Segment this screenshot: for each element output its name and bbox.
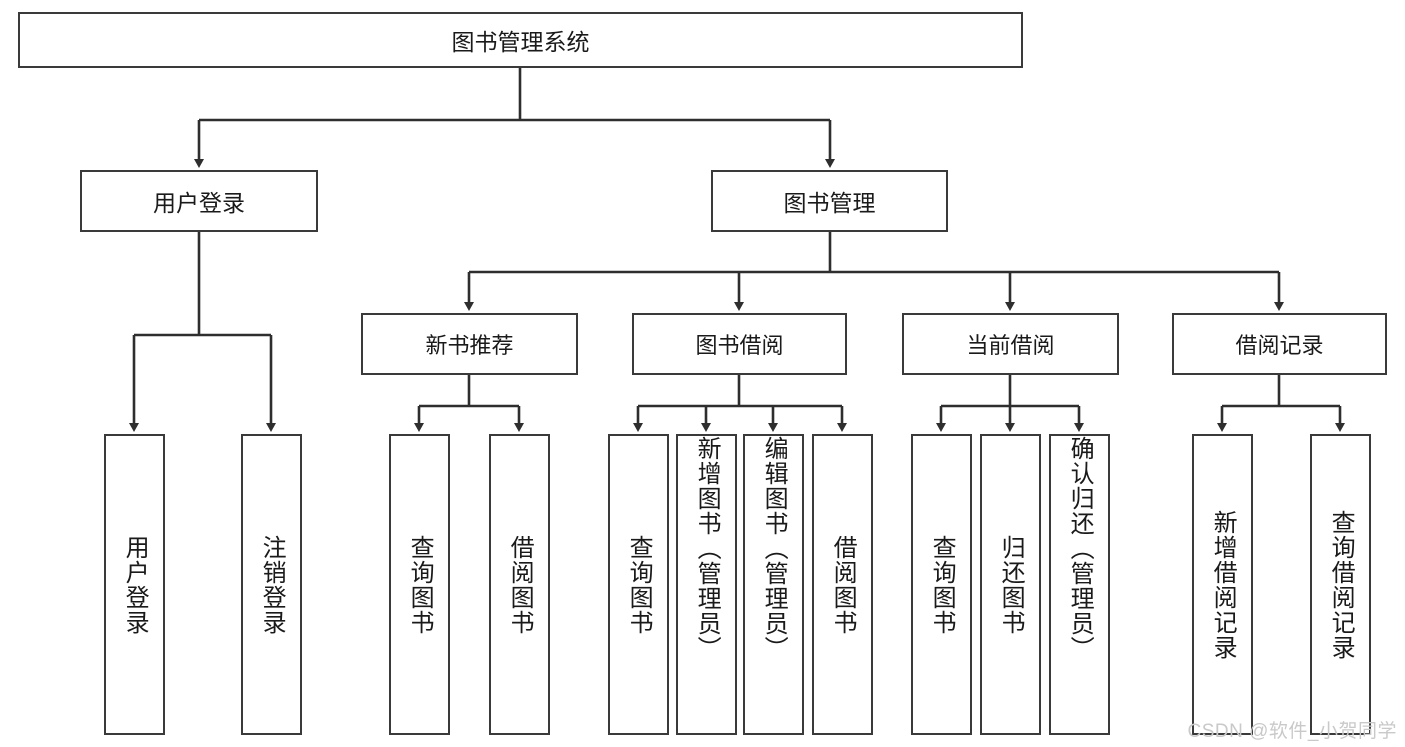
- leaf-label: 新增图书（管理员）: [693, 436, 721, 661]
- node-book-borrow[interactable]: 图书借阅: [632, 313, 847, 375]
- leaf-current-borrow-return-books[interactable]: 归还图书: [980, 434, 1041, 735]
- node-borrow-record[interactable]: 借阅记录: [1172, 313, 1387, 375]
- leaf-label: 注销登录: [258, 534, 286, 635]
- leaf-label: 确认归还（管理员）: [1066, 436, 1094, 661]
- leaf-label: 查询图书: [625, 534, 653, 635]
- leaf-label: 借阅图书: [829, 534, 857, 635]
- leaf-new-book-query-books[interactable]: 查询图书: [389, 434, 450, 735]
- node-label: 图书管理: [783, 190, 876, 216]
- leaf-user-login-signin[interactable]: 用户登录: [104, 434, 165, 735]
- leaf-label: 查询图书: [928, 534, 956, 635]
- leaf-book-borrow-query-books[interactable]: 查询图书: [608, 434, 669, 735]
- node-book-management[interactable]: 图书管理: [711, 170, 948, 232]
- node-label: 当前借阅: [966, 333, 1055, 358]
- leaf-label: 查询图书: [406, 534, 434, 635]
- leaf-new-book-borrow-books[interactable]: 借阅图书: [489, 434, 550, 735]
- node-current-borrow[interactable]: 当前借阅: [902, 313, 1119, 375]
- node-new-book-recommend[interactable]: 新书推荐: [361, 313, 578, 375]
- node-user-login[interactable]: 用户登录: [80, 170, 318, 232]
- node-label: 用户登录: [153, 190, 245, 216]
- node-root-book-management-system[interactable]: 图书管理系统: [18, 12, 1023, 68]
- leaf-label: 新增借阅记录: [1209, 509, 1237, 660]
- leaf-label: 借阅图书: [506, 534, 534, 635]
- node-label: 图书借阅: [695, 333, 784, 358]
- leaf-book-borrow-borrow-books[interactable]: 借阅图书: [812, 434, 873, 735]
- leaf-book-borrow-add-book-admin[interactable]: 新增图书（管理员）: [676, 434, 737, 735]
- node-label: 图书管理系统: [451, 29, 590, 55]
- leaf-current-borrow-confirm-return-admin[interactable]: 确认归还（管理员）: [1049, 434, 1110, 735]
- leaf-user-login-signout[interactable]: 注销登录: [241, 434, 302, 735]
- leaf-borrow-record-query-record[interactable]: 查询借阅记录: [1310, 434, 1371, 735]
- leaf-label: 查询借阅记录: [1327, 509, 1355, 660]
- node-label: 新书推荐: [425, 333, 514, 358]
- leaf-book-borrow-edit-book-admin[interactable]: 编辑图书（管理员）: [743, 434, 804, 735]
- leaf-borrow-record-add-record[interactable]: 新增借阅记录: [1192, 434, 1253, 735]
- node-label: 借阅记录: [1235, 333, 1324, 358]
- leaf-current-borrow-query-books[interactable]: 查询图书: [911, 434, 972, 735]
- leaf-label: 用户登录: [121, 534, 149, 635]
- leaf-label: 编辑图书（管理员）: [760, 436, 788, 661]
- leaf-label: 归还图书: [997, 534, 1025, 635]
- watermark: CSDN @软件_小贺同学: [1187, 721, 1397, 742]
